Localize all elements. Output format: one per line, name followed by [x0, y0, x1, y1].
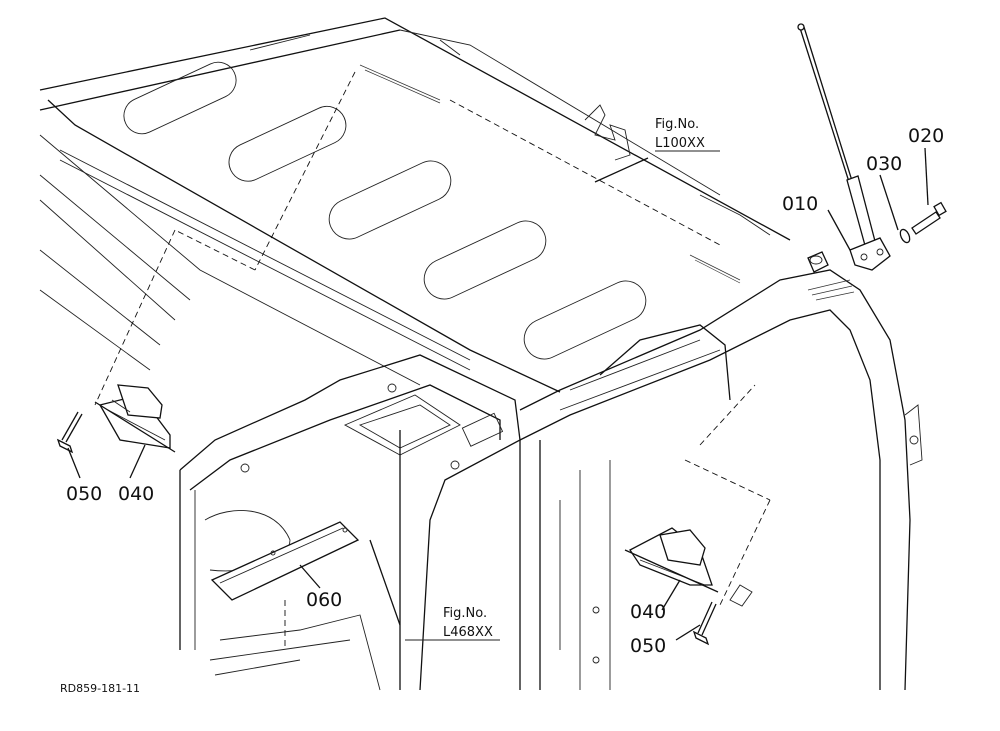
figure-ref-bottom-line1: Fig.No.: [443, 606, 487, 621]
figure-ref-top-line2: L100XX: [655, 136, 705, 151]
leader-lines: [67, 147, 929, 641]
mount-hatch: [807, 279, 855, 301]
washer-030: [899, 228, 911, 244]
label-050-left: 050: [66, 483, 102, 505]
drawing-code: RD859-181-11: [60, 682, 140, 695]
bolt-020: [911, 201, 947, 235]
label-040-left: 040: [118, 483, 154, 505]
antenna-010: [797, 23, 891, 273]
label-060: 060: [306, 589, 342, 611]
label-020: 020: [908, 125, 944, 147]
assembly-dash-lines: [94, 71, 771, 650]
cover-panel-060: [210, 521, 360, 601]
screw-050-right: [692, 584, 753, 646]
roof-panel: [39, 17, 791, 393]
speaker-040-right: [624, 527, 719, 593]
figure-ref-bottom-line2: L468XX: [443, 625, 493, 640]
label-030: 030: [866, 153, 902, 175]
figure-ref-top-line1: Fig.No.: [655, 117, 699, 132]
label-010: 010: [782, 193, 818, 215]
speaker-040-left: [94, 384, 176, 453]
screw-050-left: [56, 411, 83, 454]
label-040-right: 040: [630, 601, 666, 623]
label-050-right: 050: [630, 635, 666, 657]
cab-frame: [519, 269, 923, 691]
